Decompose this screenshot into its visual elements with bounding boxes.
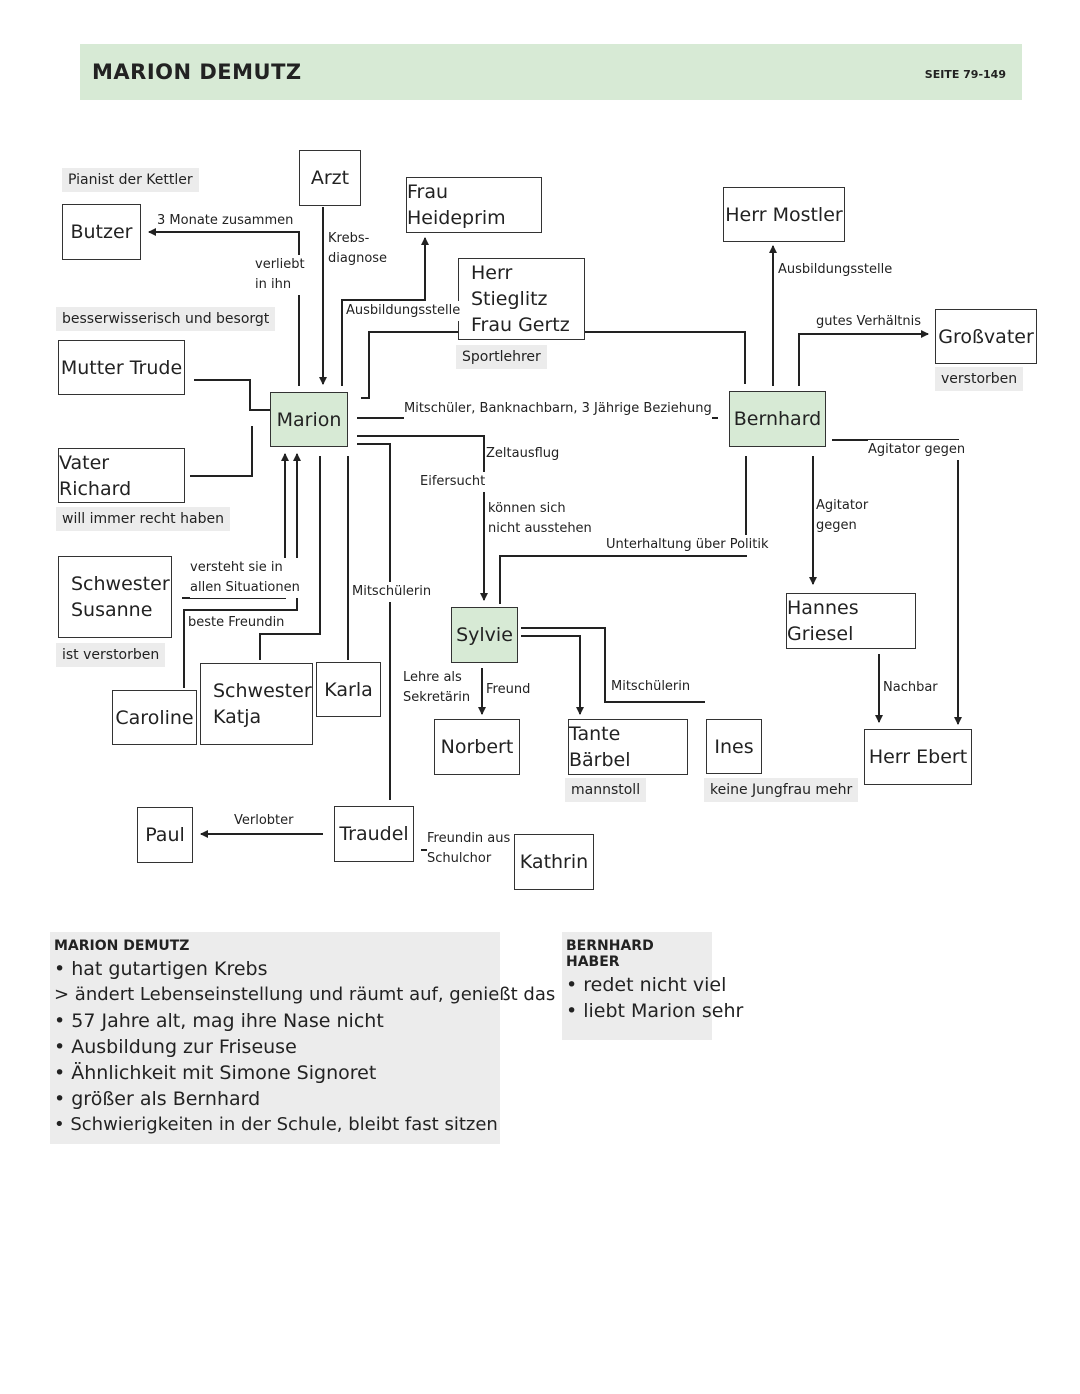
tag-verstorben-grossvater: verstorben: [935, 367, 1024, 391]
label-beste-freundin: beste Freundin: [188, 613, 285, 633]
node-herr-ebert: Herr Ebert: [864, 729, 972, 785]
note-marion-item: • hat gutartigen Krebs: [54, 958, 268, 980]
label-versteht: versteht sie in allen Situationen: [190, 558, 300, 598]
node-schwester-katja: Schwester Katja: [200, 663, 313, 745]
node-karla: Karla: [316, 662, 381, 717]
note-marion-item: • Schwierigkeiten in der Schule, bleibt …: [54, 1114, 498, 1135]
node-norbert: Norbert: [434, 719, 520, 775]
label-mitschueler-bernhard: Mitschüler, Banknachbarn, 3 Jährige Bezi…: [404, 399, 712, 419]
node-marion: Marion: [270, 392, 348, 447]
note-marion-title: MARION DEMUTZ: [54, 938, 190, 954]
node-bernhard: Bernhard: [729, 391, 826, 447]
note-marion-item: • größer als Bernhard: [54, 1088, 261, 1110]
note-marion-item: • 57 Jahre alt, mag ihre Nase nicht: [54, 1010, 384, 1032]
label-drei-monate: 3 Monate zusammen: [157, 211, 294, 231]
label-krebsdiagnose: Krebs- diagnose: [328, 229, 388, 269]
tag-besserwisserisch: besserwisserisch und besorgt: [56, 307, 276, 331]
note-marion: MARION DEMUTZ • hat gutartigen Krebs > ä…: [50, 932, 616, 1144]
label-nachbar: Nachbar: [883, 678, 938, 698]
label-ausbildung-mostler: Ausbildungsstelle: [778, 260, 893, 280]
node-tante-baerbel: Tante Bärbel: [568, 719, 688, 775]
label-unterhaltung-politik: Unterhaltung über Politik: [606, 535, 769, 555]
label-nicht-ausstehen: können sich nicht ausstehen: [488, 499, 592, 539]
tag-mannstoll: mannstoll: [565, 778, 647, 802]
node-arzt: Arzt: [299, 150, 361, 206]
node-stieglitz-gertz: Herr Stieglitz Frau Gertz: [458, 258, 585, 340]
page-reference: SEITE 79-149: [924, 68, 1006, 81]
node-kathrin: Kathrin: [514, 834, 594, 890]
node-hannes-griesel: Hannes Griesel: [786, 593, 916, 649]
note-bernhard-item: • redet nicht viel: [566, 974, 727, 996]
label-agitator-ebert: Agitator gegen: [868, 440, 966, 460]
label-verlobter: Verlobter: [234, 811, 294, 831]
tag-will-recht: will immer recht haben: [56, 507, 230, 531]
label-verliebt: verliebt in ihn: [255, 255, 305, 295]
label-agitator-hannes: Agitator gegen: [816, 496, 869, 536]
label-eifersucht: Eifersucht: [420, 472, 486, 492]
node-frau-heideprim: Frau Heideprim: [406, 177, 542, 233]
label-freund: Freund: [486, 680, 531, 700]
tag-pianist: Pianist der Kettler: [62, 168, 199, 192]
label-ausbildung-heideprim: Ausbildungsstelle: [346, 301, 461, 321]
label-mitschuelerin-ines: Mitschülerin: [611, 677, 691, 697]
note-bernhard-item: • liebt Marion sehr: [566, 1000, 744, 1022]
tag-sportlehrer: Sportlehrer: [456, 345, 547, 369]
node-grossvater: Großvater: [935, 309, 1037, 364]
node-butzer: Butzer: [62, 204, 141, 260]
node-traudel: Traudel: [334, 806, 414, 862]
page-title: MARION DEMUTZ: [92, 60, 302, 84]
label-mitschuelerin-traudel: Mitschülerin: [352, 582, 432, 602]
note-marion-item: > ändert Lebenseinstellung und räumt auf…: [54, 984, 616, 1005]
node-paul: Paul: [137, 807, 193, 863]
tag-keine-jungfrau: keine Jungfrau mehr: [704, 778, 859, 802]
label-zeltausflug: Zeltausflug: [486, 444, 560, 464]
node-schwester-susanne: Schwester Susanne: [58, 556, 172, 638]
node-sylvie: Sylvie: [451, 607, 518, 663]
node-caroline: Caroline: [112, 690, 197, 745]
node-herr-mostler: Herr Mostler: [723, 187, 845, 242]
tag-verstorben-susanne: ist verstorben: [56, 643, 166, 667]
note-marion-item: • Ähnlichkeit mit Simone Signoret: [54, 1062, 377, 1084]
label-lehre: Lehre als Sekretärin: [403, 668, 471, 708]
note-marion-item: • Ausbildung zur Friseuse: [54, 1036, 297, 1058]
note-bernhard-title: BERNHARD HABER: [566, 938, 654, 970]
node-mutter-trude: Mutter Trude: [58, 340, 185, 395]
label-gutes-verhaeltnis: gutes Verhältnis: [816, 312, 922, 332]
header-bar: MARION DEMUTZ SEITE 79-149: [80, 44, 1022, 100]
node-ines: Ines: [706, 719, 762, 774]
node-vater-richard: Vater Richard: [58, 448, 185, 503]
label-freundin-schulchor: Freundin aus Schulchor: [427, 829, 511, 869]
note-bernhard: BERNHARD HABER • redet nicht viel • lieb…: [562, 932, 744, 1040]
